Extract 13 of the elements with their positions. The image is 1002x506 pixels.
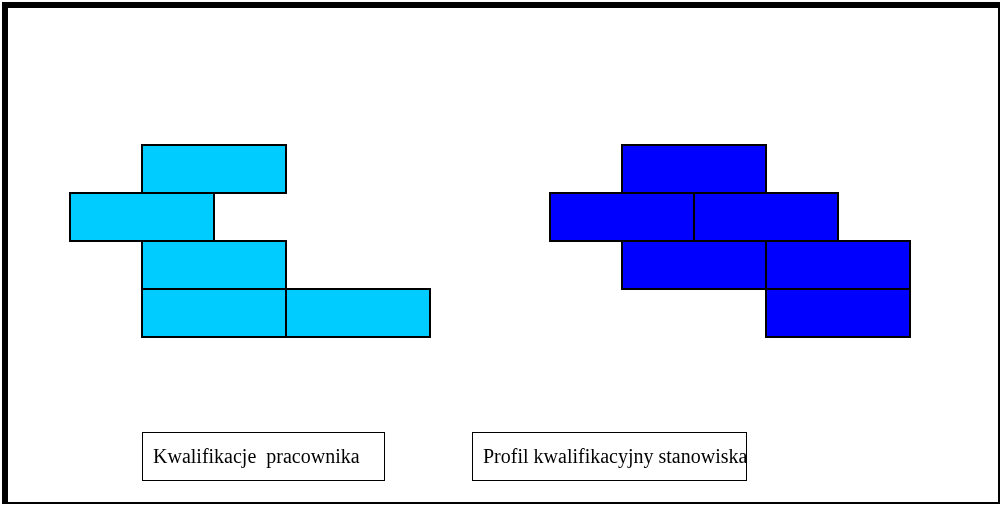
brick-block xyxy=(69,192,215,242)
brick-block xyxy=(141,240,287,290)
caption-box: Profil kwalifikacyjny stanowiska xyxy=(472,432,747,481)
brick-block xyxy=(141,144,287,194)
brick-block xyxy=(285,288,431,338)
brick-block xyxy=(621,144,767,194)
brick-block xyxy=(621,240,767,290)
brick-block xyxy=(765,288,911,338)
brick-block xyxy=(549,192,695,242)
brick-block xyxy=(141,288,287,338)
brick-block xyxy=(765,240,911,290)
brick-block xyxy=(693,192,839,242)
caption-box: Kwalifikacje pracownika xyxy=(142,432,385,481)
